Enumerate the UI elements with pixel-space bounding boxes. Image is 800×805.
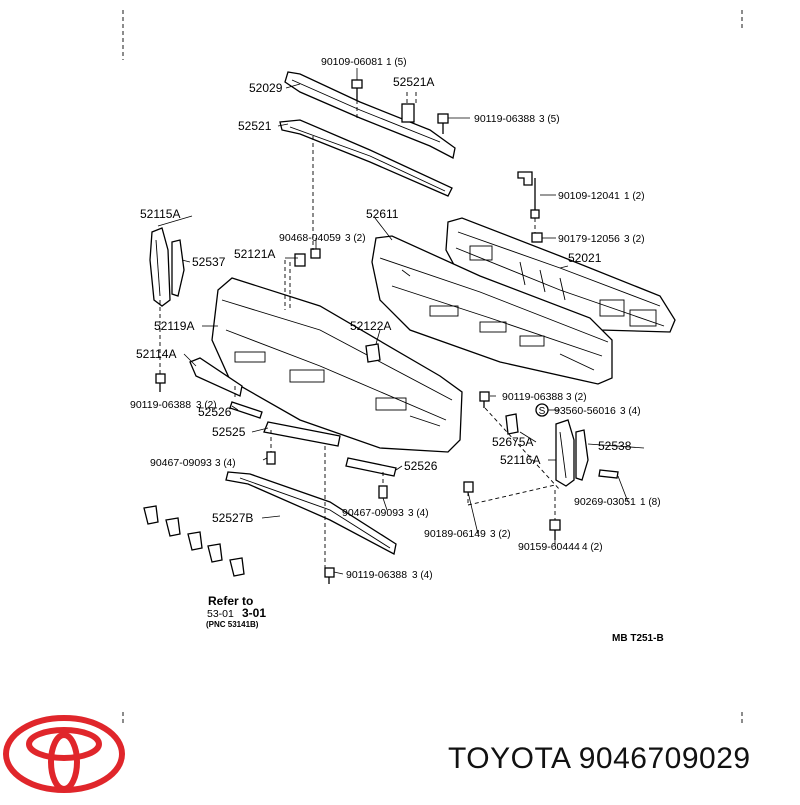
bracket-52121A (294, 238, 321, 267)
label-refer-to: Refer to (208, 594, 253, 608)
label-52021: 52021 (568, 251, 602, 265)
qty-90467-09093-left: 3 (4) (215, 458, 236, 469)
label-90269-03051: 90269-03051 (574, 496, 636, 508)
qty-90189-06149: 3 (2) (490, 529, 511, 540)
label-90179-12056: 90179-12056 (558, 233, 620, 245)
bracket-52114A (189, 357, 243, 397)
label-52538: 52538 (598, 439, 632, 453)
label-90119-06388-mid: 90119-06388 (502, 391, 563, 403)
toyota-logo (3, 715, 125, 793)
label-52611: 52611 (366, 207, 399, 221)
clips-refer-group (143, 505, 245, 577)
bracket-52122A (365, 329, 381, 363)
label-52526-right: 52526 (404, 459, 438, 473)
label-52521: 52521 (238, 119, 272, 133)
nut-90179-12056 (531, 232, 556, 243)
label-90109-12041: 90109-12041 (558, 190, 620, 202)
bolt-90119-06388-mid (479, 391, 490, 408)
strip-52527B (225, 471, 397, 555)
clip-93560-56016 (505, 413, 519, 435)
clip-90467-09093-left (266, 451, 276, 465)
qty-90109-06081: 1 (5) (386, 57, 407, 68)
label-90467-09093-mid: 90467-09093 (342, 507, 404, 519)
label-90119-06388-bottom: 90119-06388 (346, 569, 407, 581)
strip-52521 (279, 119, 453, 197)
reinforcement-52029 (284, 71, 456, 159)
label-52119A: 52119A (154, 319, 194, 333)
label-52121A: 52121A (234, 247, 275, 261)
retainer-52116A (555, 419, 575, 487)
bolt-90109-06081 (351, 68, 363, 100)
bolt-90159-60444 (549, 519, 561, 540)
label-refer-page: 53-01 (207, 608, 234, 620)
qty-90109-12041: 1 (2) (624, 191, 645, 202)
label-52521A: 52521A (393, 75, 434, 89)
qty-93560-56016: 3 (4) (620, 406, 641, 417)
label-90159-60444: 90159-60444 (518, 541, 580, 553)
label-90468-04059: 90468-04059 (279, 232, 341, 244)
label-90119-06388-left: 90119-06388 (130, 399, 191, 411)
label-52675A: 52675A (492, 435, 533, 449)
label-52525: 52525 (212, 425, 246, 439)
qty-90119-06388-mid: 3 (2) (566, 392, 587, 403)
svg-text:S: S (539, 406, 546, 417)
label-refer-section: 3-01 (242, 606, 266, 620)
label-52114A: 52114A (136, 347, 176, 361)
spacer-52538 (575, 429, 589, 481)
bracket-90109-12041 (517, 171, 556, 219)
retainer-52115A (149, 227, 171, 307)
bolt-90119-06388-left (155, 373, 166, 392)
pin-90269-03051 (598, 469, 619, 479)
label-90109-06081: 90109-06081 (321, 56, 383, 68)
bolt-90119-06388-top (437, 113, 470, 134)
reinforcement-52021 (445, 217, 676, 333)
special-mark-circle: S (535, 403, 549, 417)
pad-52526-left (229, 401, 263, 419)
nut-90189-06149 (463, 481, 474, 493)
qty-90119-06388-left: 3 (2) (196, 400, 217, 411)
spacer-52537 (171, 239, 185, 297)
clip-90467-09093-mid (378, 485, 388, 499)
label-52537: 52537 (192, 255, 226, 269)
bumper-cover-52119A (211, 277, 463, 453)
qty-90467-09093-mid: 3 (4) (408, 508, 429, 519)
qty-90179-12056: 3 (2) (624, 234, 645, 245)
label-52527B: 52527B (212, 511, 253, 525)
label-diagram-code: MB T251-B (612, 633, 664, 644)
part-labels: 90109-06081 1 (5) 52029 52521A 90119-063… (130, 56, 664, 644)
qty-90159-60444: 4 (2) (582, 542, 603, 553)
label-52526-left: 52526 (198, 405, 232, 419)
label-52029: 52029 (249, 81, 283, 95)
frame-marks (122, 10, 743, 724)
cover-52611 (371, 235, 613, 385)
qty-90119-06388-top: 3 (5) (539, 114, 560, 125)
label-90189-06149: 90189-06149 (424, 528, 486, 540)
label-93560-56016: 93560-56016 (554, 405, 616, 417)
label-refer-pnc: (PNC 53141B) (206, 620, 259, 629)
product-caption: TOYOTA 9046709029 (448, 742, 751, 775)
label-90467-09093-left: 90467-09093 (150, 457, 212, 469)
bolt-90119-06388-bottom (324, 567, 335, 584)
leader-lines (157, 83, 645, 575)
label-52116A: 52116A (500, 453, 540, 467)
qty-90269-03051: 1 (8) (640, 497, 661, 508)
label-90119-06388-top: 90119-06388 (474, 113, 535, 125)
label-52115A: 52115A (140, 207, 180, 221)
assembly-lines (159, 92, 561, 568)
qty-90468-04059: 3 (2) (345, 233, 366, 244)
pad-52526-right (345, 457, 397, 477)
label-52122A: 52122A (350, 319, 391, 333)
qty-90119-06388-bottom: 3 (4) (412, 570, 433, 581)
